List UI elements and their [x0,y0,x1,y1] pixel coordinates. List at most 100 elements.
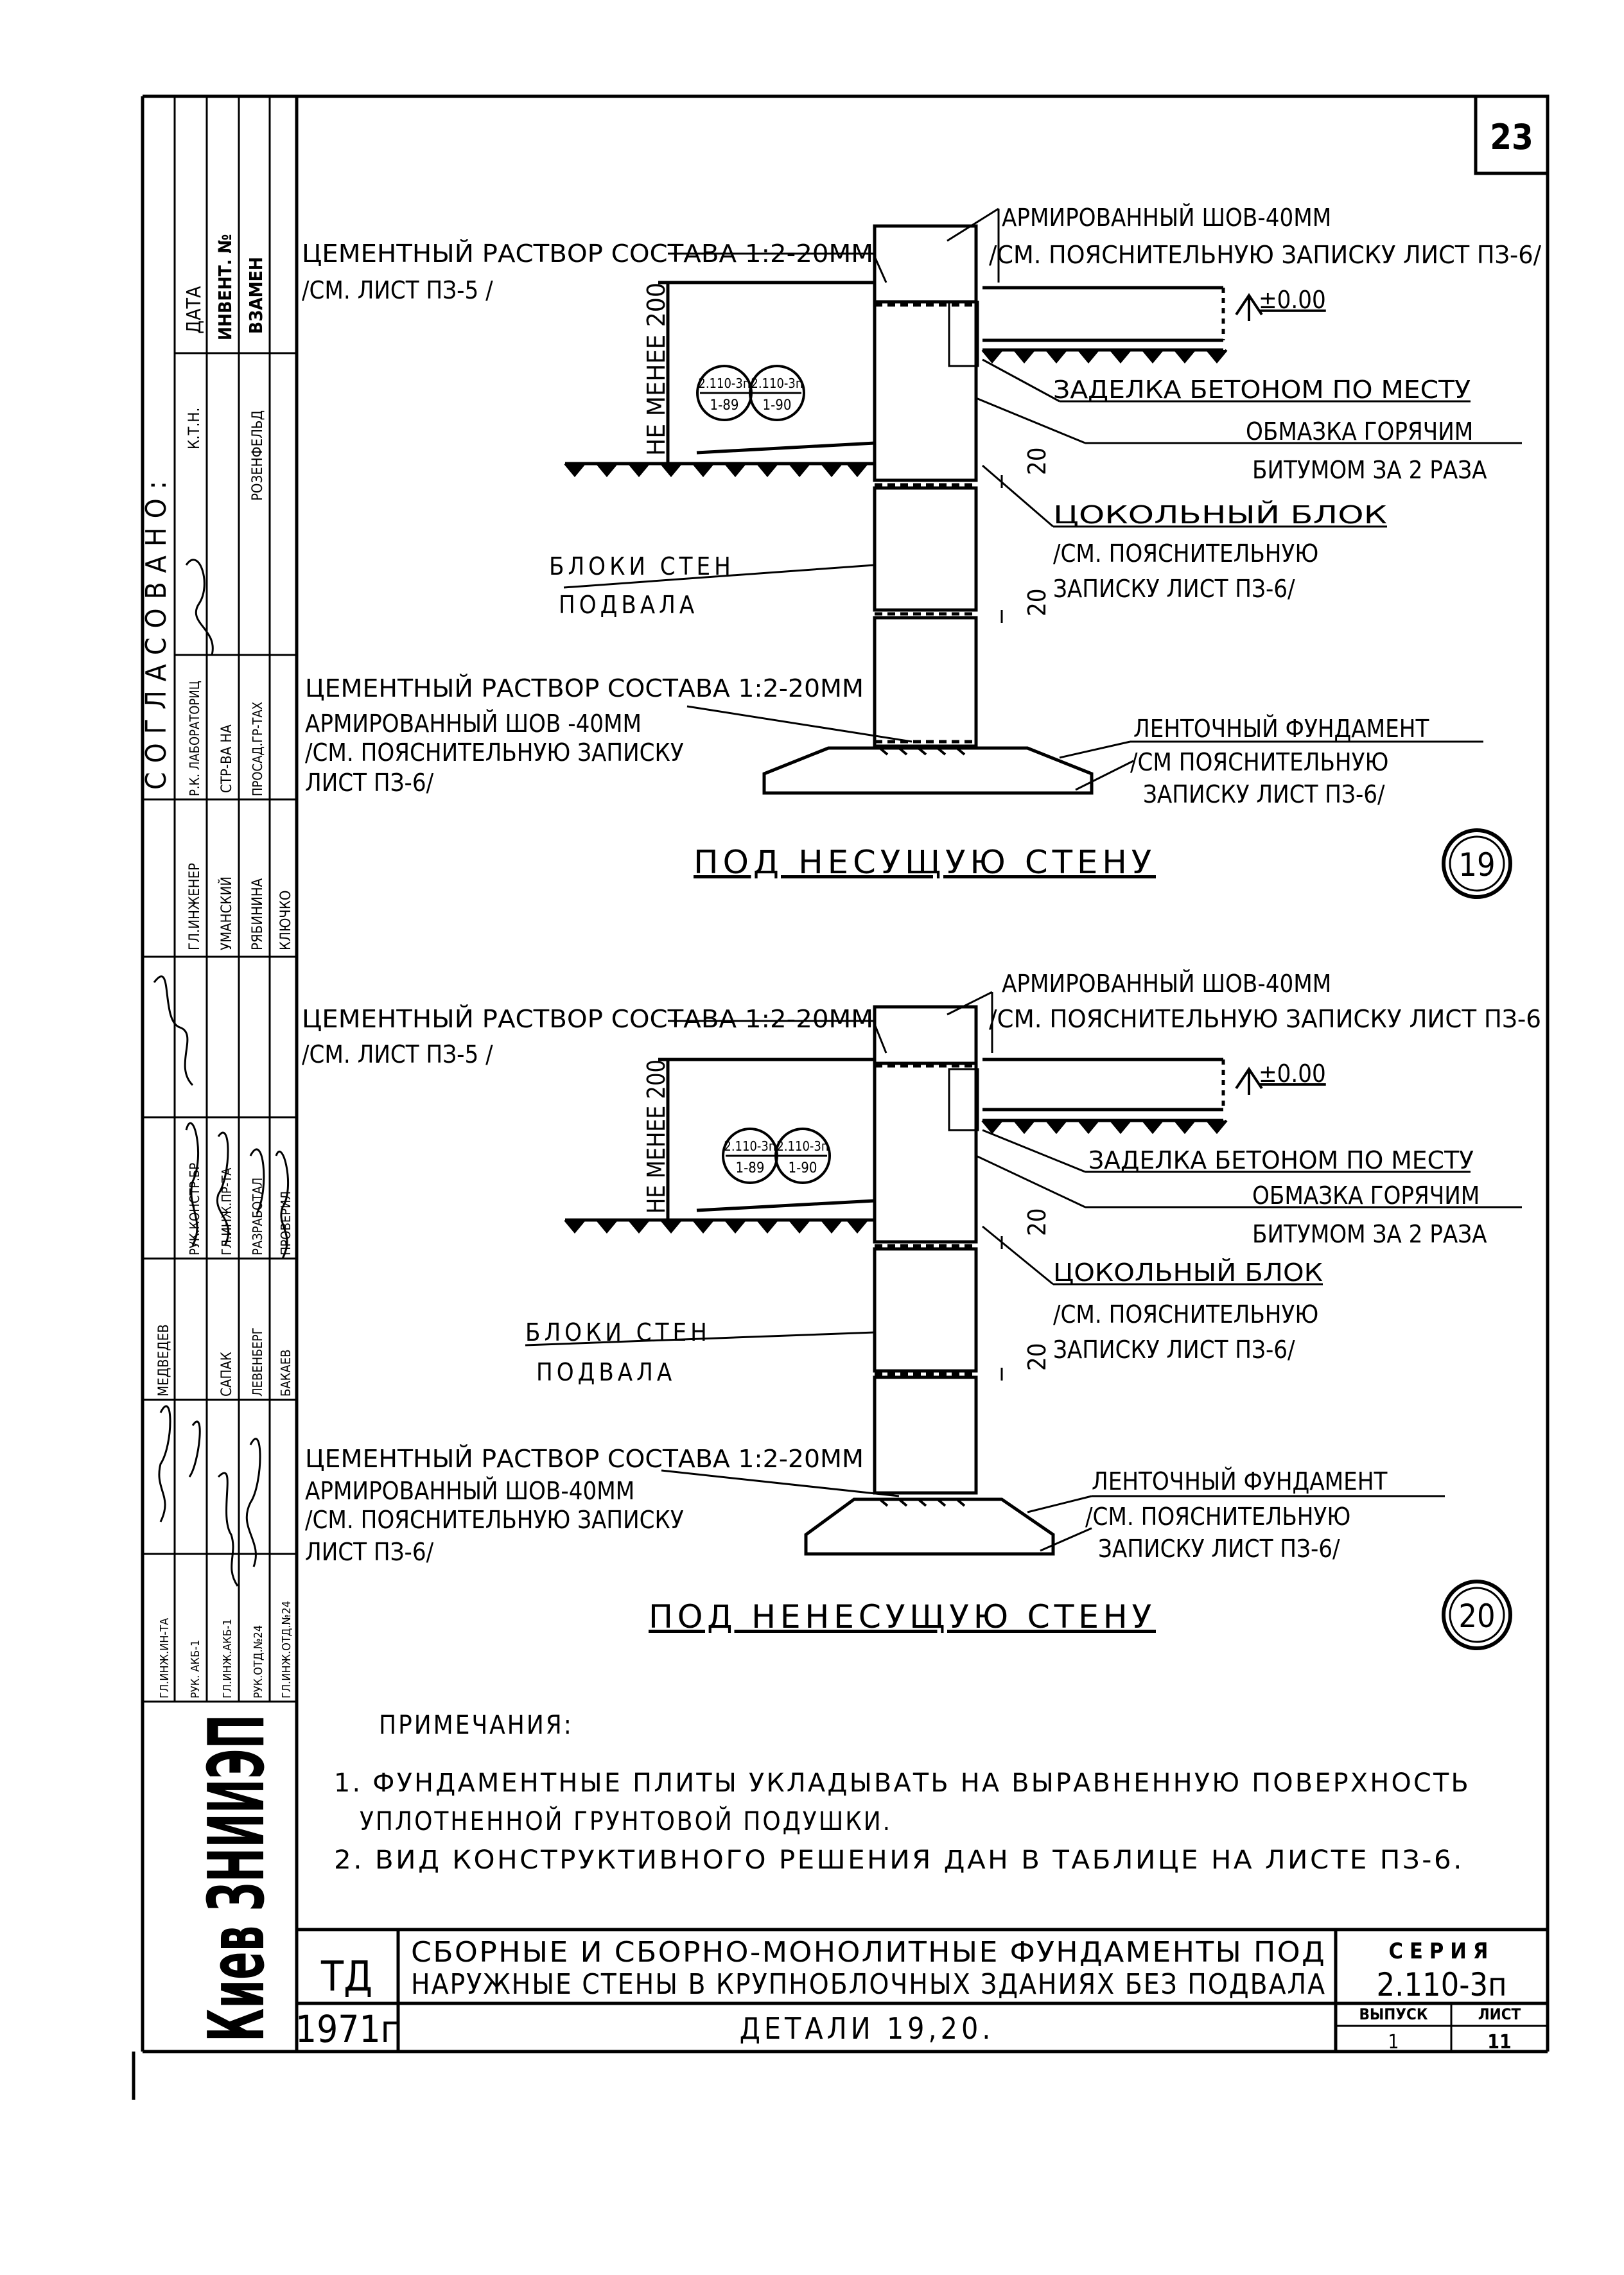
tb-title3: ДЕТАЛИ 19,20. [740,2011,995,2046]
stamp-umanskiy: УМАНСКИЙ [218,876,235,950]
side-stamp-text: ДАТА ИНВЕНТ. № ВЗАМЕН СОГЛАСОВАНО: К.Т.Н… [140,234,294,1698]
stamp-data-header: ДАТА [183,286,205,334]
d20-level: ±0.00 [1259,1059,1326,1088]
d19-concrete: ЗАДЕЛКА БЕТОНОМ ПО МЕСТУ [1053,376,1471,404]
d19-mortar-ref: /СМ. ЛИСТ ПЗ-5 / [302,276,493,304]
d19-level-arrow [1235,293,1263,321]
ref-19b-bot: 1-90 [763,397,792,414]
ground-hatch-20 [564,1119,1228,1507]
d19-walls2: ПОДВАЛА [559,591,698,619]
stamp-ruk-akb1: РУК. АКБ-1 [189,1640,202,1698]
d20-level-arrow [1235,1067,1263,1095]
tb-list: 11 [1487,2031,1512,2053]
d20-number-circle [1442,1580,1512,1650]
d19-bitumen1: ОБМАЗКА ГОРЯЧИМ [1246,417,1473,446]
page-number: 23 [1490,117,1533,157]
tb-year: 1971г [295,2007,398,2051]
d19-seam: АРМИРОВАННЫЙ ШОВ-40ММ [1002,204,1331,232]
d20-strip1: ЛЕНТОЧНЫЙ ФУНДАМЕНТ [1092,1467,1387,1495]
stamp-levenberg: ЛЕВЕНБЕРГ [250,1327,265,1397]
d20-bitumen2: БИТУМОМ ЗА 2 РАЗА [1252,1220,1487,1248]
detail-20: 2.110-3п 1-89 2.110-3п 1-90 ЦЕМЕНТНЫЙ РА… [302,970,1549,1650]
notes-header: ПРИМЕЧАНИЯ: [379,1711,573,1740]
ref-19a-top: 2.110-3п [698,376,750,391]
stamp-lab-head: Р.К. ЛАБОРАТОРИЦ [187,681,202,796]
note-2: 2. ВИД КОНСТРУКТИВНОГО РЕШЕНИЯ ДАН В ТАБ… [334,1845,1464,1875]
d19-dim20-bot: 20 [1023,589,1051,617]
d19-seam2-ref2: ЛИСТ ПЗ-6/ [305,769,434,797]
d19-mortar2: ЦЕМЕНТНЫЙ РАСТВОР СОСТАВА 1:2-20ММ [305,674,864,702]
stamp-vzamen-header: ВЗАМЕН [245,257,266,334]
d20-seam2-ref1: /СМ. ПОЯСНИТЕЛЬНУЮ ЗАПИСКУ [305,1506,684,1534]
tb-series: 2.110-3п [1376,1966,1506,2003]
ref-circle-20b [774,1128,831,1184]
d19-dim20-top: 20 [1023,448,1051,476]
stamp-invent-header: ИНВЕНТ. № [214,234,236,340]
d19-seam2: АРМИРОВАННЫЙ ШОВ -40ММ [305,710,642,738]
d20-strip3: ЗАПИСКУ ЛИСТ ПЗ-6/ [1098,1535,1340,1563]
stamp-approval: СОГЛАСОВАНО: [140,472,173,790]
d20-title: ПОД НЕНЕСУЩУЮ СТЕНУ [649,1598,1156,1635]
stamp-gl-inzh: ГЛ.ИНЖЕНЕР [187,863,203,950]
stamp-prosad: ПРОСАД.ГР-ТАХ [250,702,265,796]
d19-plinth-ref2: ЗАПИСКУ ЛИСТ ПЗ-6/ [1053,575,1295,603]
tb-title1: СБОРНЫЕ И СБОРНО-МОНОЛИТНЫЕ ФУНДАМЕНТЫ П… [411,1936,1326,1969]
tb-vypusk: 1 [1388,2031,1399,2053]
stamp-medvedev: МЕДВЕДЕВ [156,1324,172,1397]
d20-plinth: ЦОКОЛЬНЫЙ БЛОК [1053,1259,1323,1287]
detail-19: 2.110-3п 1-89 2.110-3п 1-90 ЦЕМЕНТНЫЙ РА… [302,204,1549,899]
d20-dim20-bot: 20 [1023,1343,1051,1372]
ground-hatch-19 [564,349,1228,756]
ref-20b-bot: 1-90 [789,1160,817,1176]
d20-number: 20 [1458,1598,1495,1635]
stamp-vertical-name: Киев ЗНИИЭП [193,1714,282,2042]
d20-mortar-ref: /СМ. ЛИСТ ПЗ-5 / [302,1040,493,1068]
tb-td: ТД [320,1953,372,2001]
d20-plinth-ref2: ЗАПИСКУ ЛИСТ ПЗ-6/ [1053,1336,1295,1364]
stamp-gl-inzh-akb1: ГЛ.ИНЖ.АКБ-1 [221,1619,234,1698]
d19-level: ±0.00 [1259,286,1326,314]
d19-seam2-ref1: /СМ. ПОЯСНИТЕЛЬНУЮ ЗАПИСКУ [305,738,684,767]
d19-bitumen2: БИТУМОМ ЗА 2 РАЗА [1252,456,1487,484]
side-stamp-table [143,96,297,1703]
d20-mortar2: ЦЕМЕНТНЫЙ РАСТВОР СОСТАВА 1:2-20ММ [305,1445,864,1473]
ref-19a-bot: 1-89 [710,397,739,414]
d20-bitumen1: ОБМАЗКА ГОРЯЧИМ [1252,1181,1480,1210]
note-1a: 1. ФУНДАМЕНТНЫЕ ПЛИТЫ УКЛАДЫВАТЬ НА ВЫРА… [334,1768,1471,1798]
d20-seam: АРМИРОВАННЫЙ ШОВ-40ММ [1002,970,1331,998]
d20-dim20-top: 20 [1023,1208,1051,1237]
stamp-gl-inzh-otd: ГЛ.ИНЖ.ОТД.№24 [280,1601,293,1698]
signature-scribbles [153,559,290,1587]
d20-min-height: НЕ МЕНЕЕ 200 [642,1059,670,1214]
d20-seam2: АРМИРОВАННЫЙ ШОВ-40ММ [305,1477,634,1505]
d19-walls1: БЛОКИ СТЕН [549,552,735,580]
d20-seam2-ref2: ЛИСТ ПЗ-6/ [305,1538,434,1566]
d20-strip2: /СМ. ПОЯСНИТЕЛЬНУЮ [1085,1503,1350,1531]
d19-mortar: ЦЕМЕНТНЫЙ РАСТВОР СОСТАВА 1:2-20ММ [302,240,873,268]
ref-circle-19b [749,365,805,421]
d19-plinth: ЦОКОЛЬНЫЙ БЛОК [1053,501,1387,529]
d19-min-height: НЕ МЕНЕЕ 200 [642,283,670,456]
d19-strip2: /СМ ПОЯСНИТЕЛЬНУЮ [1130,748,1388,776]
tb-title2: НАРУЖНЫЕ СТЕНЫ В КРУПНОБЛОЧНЫХ ЗДАНИЯХ Б… [411,1968,1326,2001]
ref-20b-top: 2.110-3п [776,1138,828,1154]
d19-seam-ref: /СМ. ПОЯСНИТЕЛЬНУЮ ЗАПИСКУ ЛИСТ ПЗ-6/ [989,241,1542,269]
stamp-ktn: К.Т.Н. [185,408,203,449]
ref-19b-top: 2.110-3п [751,376,803,391]
tb-list-label: ЛИСТ [1478,2005,1521,2023]
stamp-ruk-otd: РУК.ОТД.№24 [252,1625,265,1698]
page-number-box: 23 [1474,94,1550,175]
d19-title: ПОД НЕСУЩУЮ СТЕНУ [694,844,1156,881]
d19-number-circle [1442,828,1512,899]
stamp-sapak: САПАК [219,1352,235,1397]
d19-strip3: ЗАПИСКУ ЛИСТ ПЗ-6/ [1143,780,1385,808]
stamp-rozenfeld: РОЗЕНФЕЛЬД [250,410,266,501]
d19-strip1: ЛЕНТОЧНЫЙ ФУНДАМЕНТ [1133,715,1429,743]
stamp-gl-inzh-in-ta: ГЛ.ИНЖ.ИН-ТА [158,1618,171,1698]
d19-number: 19 [1458,846,1495,884]
stamp-klyuchko: КЛЮЧКО [278,891,294,951]
tb-series-label: СЕРИЯ [1389,1939,1495,1964]
sheet-frame [132,94,1550,2100]
ref-20a-top: 2.110-3п [724,1138,776,1154]
d20-walls2: ПОДВАЛА [536,1358,676,1386]
